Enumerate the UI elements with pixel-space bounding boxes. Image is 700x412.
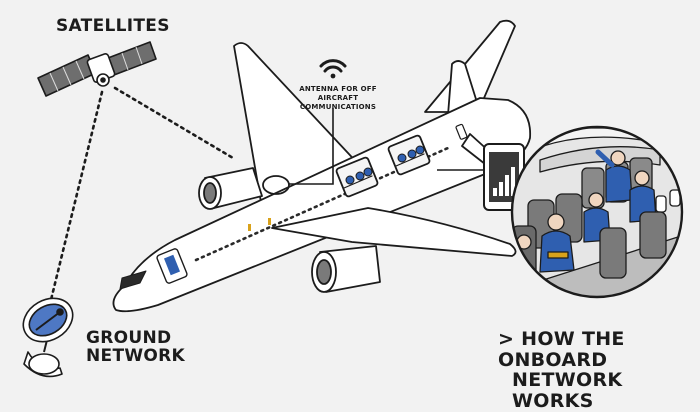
antenna-label-line2: COMMUNICATIONS: [283, 103, 393, 112]
how-it-works-line2: NETWORK WORKS: [498, 370, 700, 411]
satellites-label-text: SATELLITES: [56, 17, 170, 35]
upper-engine: [199, 168, 262, 209]
antenna-label-line1: ANTENNA FOR OFF AIRCRAFT: [283, 85, 393, 103]
satellite-aircraft-link: [115, 88, 233, 158]
ground-network-label-line2: NETWORK: [86, 347, 185, 365]
satellite-dish-icon: [15, 290, 80, 377]
satellite-ground-link: [48, 92, 102, 312]
antenna-label: ANTENNA FOR OFF AIRCRAFT COMMUNICATIONS: [283, 85, 393, 111]
wifi-icon: [321, 61, 345, 79]
ground-network-label: GROUND NETWORK: [86, 329, 185, 366]
cabin-interior-view: [512, 127, 700, 300]
how-it-works-line1: > HOW THE ONBOARD: [498, 329, 700, 370]
lower-engine: [312, 246, 380, 292]
satellites-label: SATELLITES: [56, 17, 170, 35]
ground-network-label-line1: GROUND: [86, 329, 185, 347]
how-it-works-label: > HOW THE ONBOARD NETWORK WORKS: [498, 329, 700, 411]
satellite-icon: [38, 42, 156, 96]
